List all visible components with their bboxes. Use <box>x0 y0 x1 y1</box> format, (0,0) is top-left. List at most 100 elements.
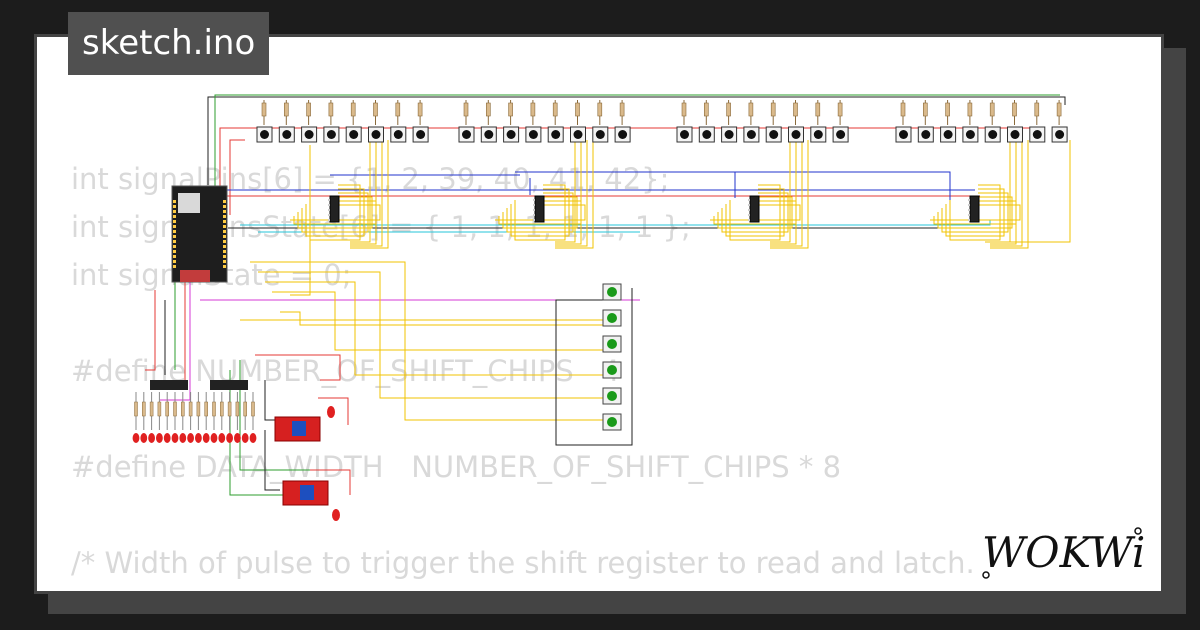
led-icon <box>156 433 163 443</box>
wire <box>717 196 793 229</box>
wire <box>555 140 582 245</box>
resistor <box>619 102 625 117</box>
wire <box>949 184 1001 241</box>
resistor <box>395 102 401 117</box>
resistor <box>815 102 821 117</box>
resistor <box>837 102 843 117</box>
wire <box>770 140 791 243</box>
resistor <box>204 401 208 417</box>
board-pin <box>173 230 176 233</box>
chip-pin <box>968 204 970 206</box>
chip-pin <box>968 214 970 216</box>
code-line: /* Width of pulse to trigger the shift r… <box>71 546 975 580</box>
wire <box>297 196 373 229</box>
led-icon <box>195 433 202 443</box>
pushbutton-cap <box>573 130 583 139</box>
logo-dot <box>1134 527 1142 535</box>
resistor <box>157 401 162 417</box>
wire <box>264 380 275 421</box>
pushbutton-cap <box>702 130 712 139</box>
wire <box>514 184 566 241</box>
board-pin <box>223 265 226 268</box>
board-pin <box>223 235 226 238</box>
pushbutton-cap <box>607 391 617 401</box>
chip-pin <box>328 214 330 216</box>
resistor <box>212 401 216 417</box>
resistor <box>793 102 798 117</box>
relay-coil <box>292 421 306 436</box>
led-icon <box>249 433 257 443</box>
resistor <box>552 102 558 117</box>
resistor <box>173 401 177 417</box>
chip-pin <box>968 199 970 201</box>
led-icon <box>241 433 249 443</box>
wire <box>240 220 991 226</box>
board-pin <box>173 225 176 228</box>
chip-pin <box>748 209 750 211</box>
board-pin <box>223 245 226 248</box>
pushbutton-cap <box>769 130 779 139</box>
led-icon <box>132 433 140 443</box>
pushbutton-cap <box>791 130 801 139</box>
pushbutton-cap <box>607 339 617 349</box>
resistor <box>328 102 334 117</box>
pushbutton-cap <box>680 130 689 139</box>
board-pin <box>173 250 176 253</box>
resistor <box>149 401 154 417</box>
board-pin <box>173 215 176 218</box>
pushbutton-cap <box>618 130 628 139</box>
pushbutton-cap <box>551 130 561 139</box>
resistor <box>134 401 138 417</box>
wire <box>160 250 191 401</box>
wire <box>207 96 1066 185</box>
resistor <box>508 102 513 117</box>
resistor <box>703 102 709 117</box>
pushbutton-cap <box>836 130 846 139</box>
wire <box>145 290 156 371</box>
pushbutton-cap <box>921 130 931 139</box>
pushbutton-cap <box>282 130 292 139</box>
led-icon <box>226 433 234 443</box>
resistor <box>726 102 731 117</box>
board-pin <box>173 260 176 263</box>
resistor <box>1034 102 1040 117</box>
chip-pin <box>533 219 535 221</box>
board-pin <box>173 220 176 223</box>
wire <box>770 140 809 249</box>
resistor <box>142 401 146 417</box>
wire <box>555 288 633 446</box>
wire <box>265 281 608 376</box>
wire <box>985 140 1071 243</box>
wire <box>770 140 803 247</box>
wire <box>725 188 785 237</box>
wire <box>305 188 365 237</box>
file-tab[interactable]: sketch.ino <box>68 12 270 75</box>
pushbutton-cap <box>393 130 403 139</box>
pushbutton-cap <box>943 130 953 139</box>
components <box>132 100 1068 521</box>
wire <box>264 430 280 491</box>
led-icon <box>171 433 179 443</box>
chip-pin <box>328 204 330 206</box>
chip-pin <box>328 219 330 221</box>
wire <box>280 311 608 326</box>
resistor <box>350 102 356 117</box>
resistor <box>227 401 232 417</box>
wire <box>290 145 311 296</box>
led-icon <box>218 433 226 443</box>
wire <box>258 271 608 399</box>
board-pin <box>173 245 176 248</box>
resistor <box>770 102 776 117</box>
code-background: int signalPins[6] = {1, 2, 39, 40, 41, 4… <box>71 155 975 591</box>
resistor <box>485 102 491 117</box>
resistor <box>681 102 687 117</box>
wire <box>502 196 578 229</box>
wire <box>318 397 349 425</box>
wires <box>145 94 1071 496</box>
board-pin <box>223 250 226 253</box>
board-pin <box>223 260 226 263</box>
wire <box>239 360 330 471</box>
board-pin <box>173 240 176 243</box>
logo-text: WOKWi <box>982 528 1145 577</box>
